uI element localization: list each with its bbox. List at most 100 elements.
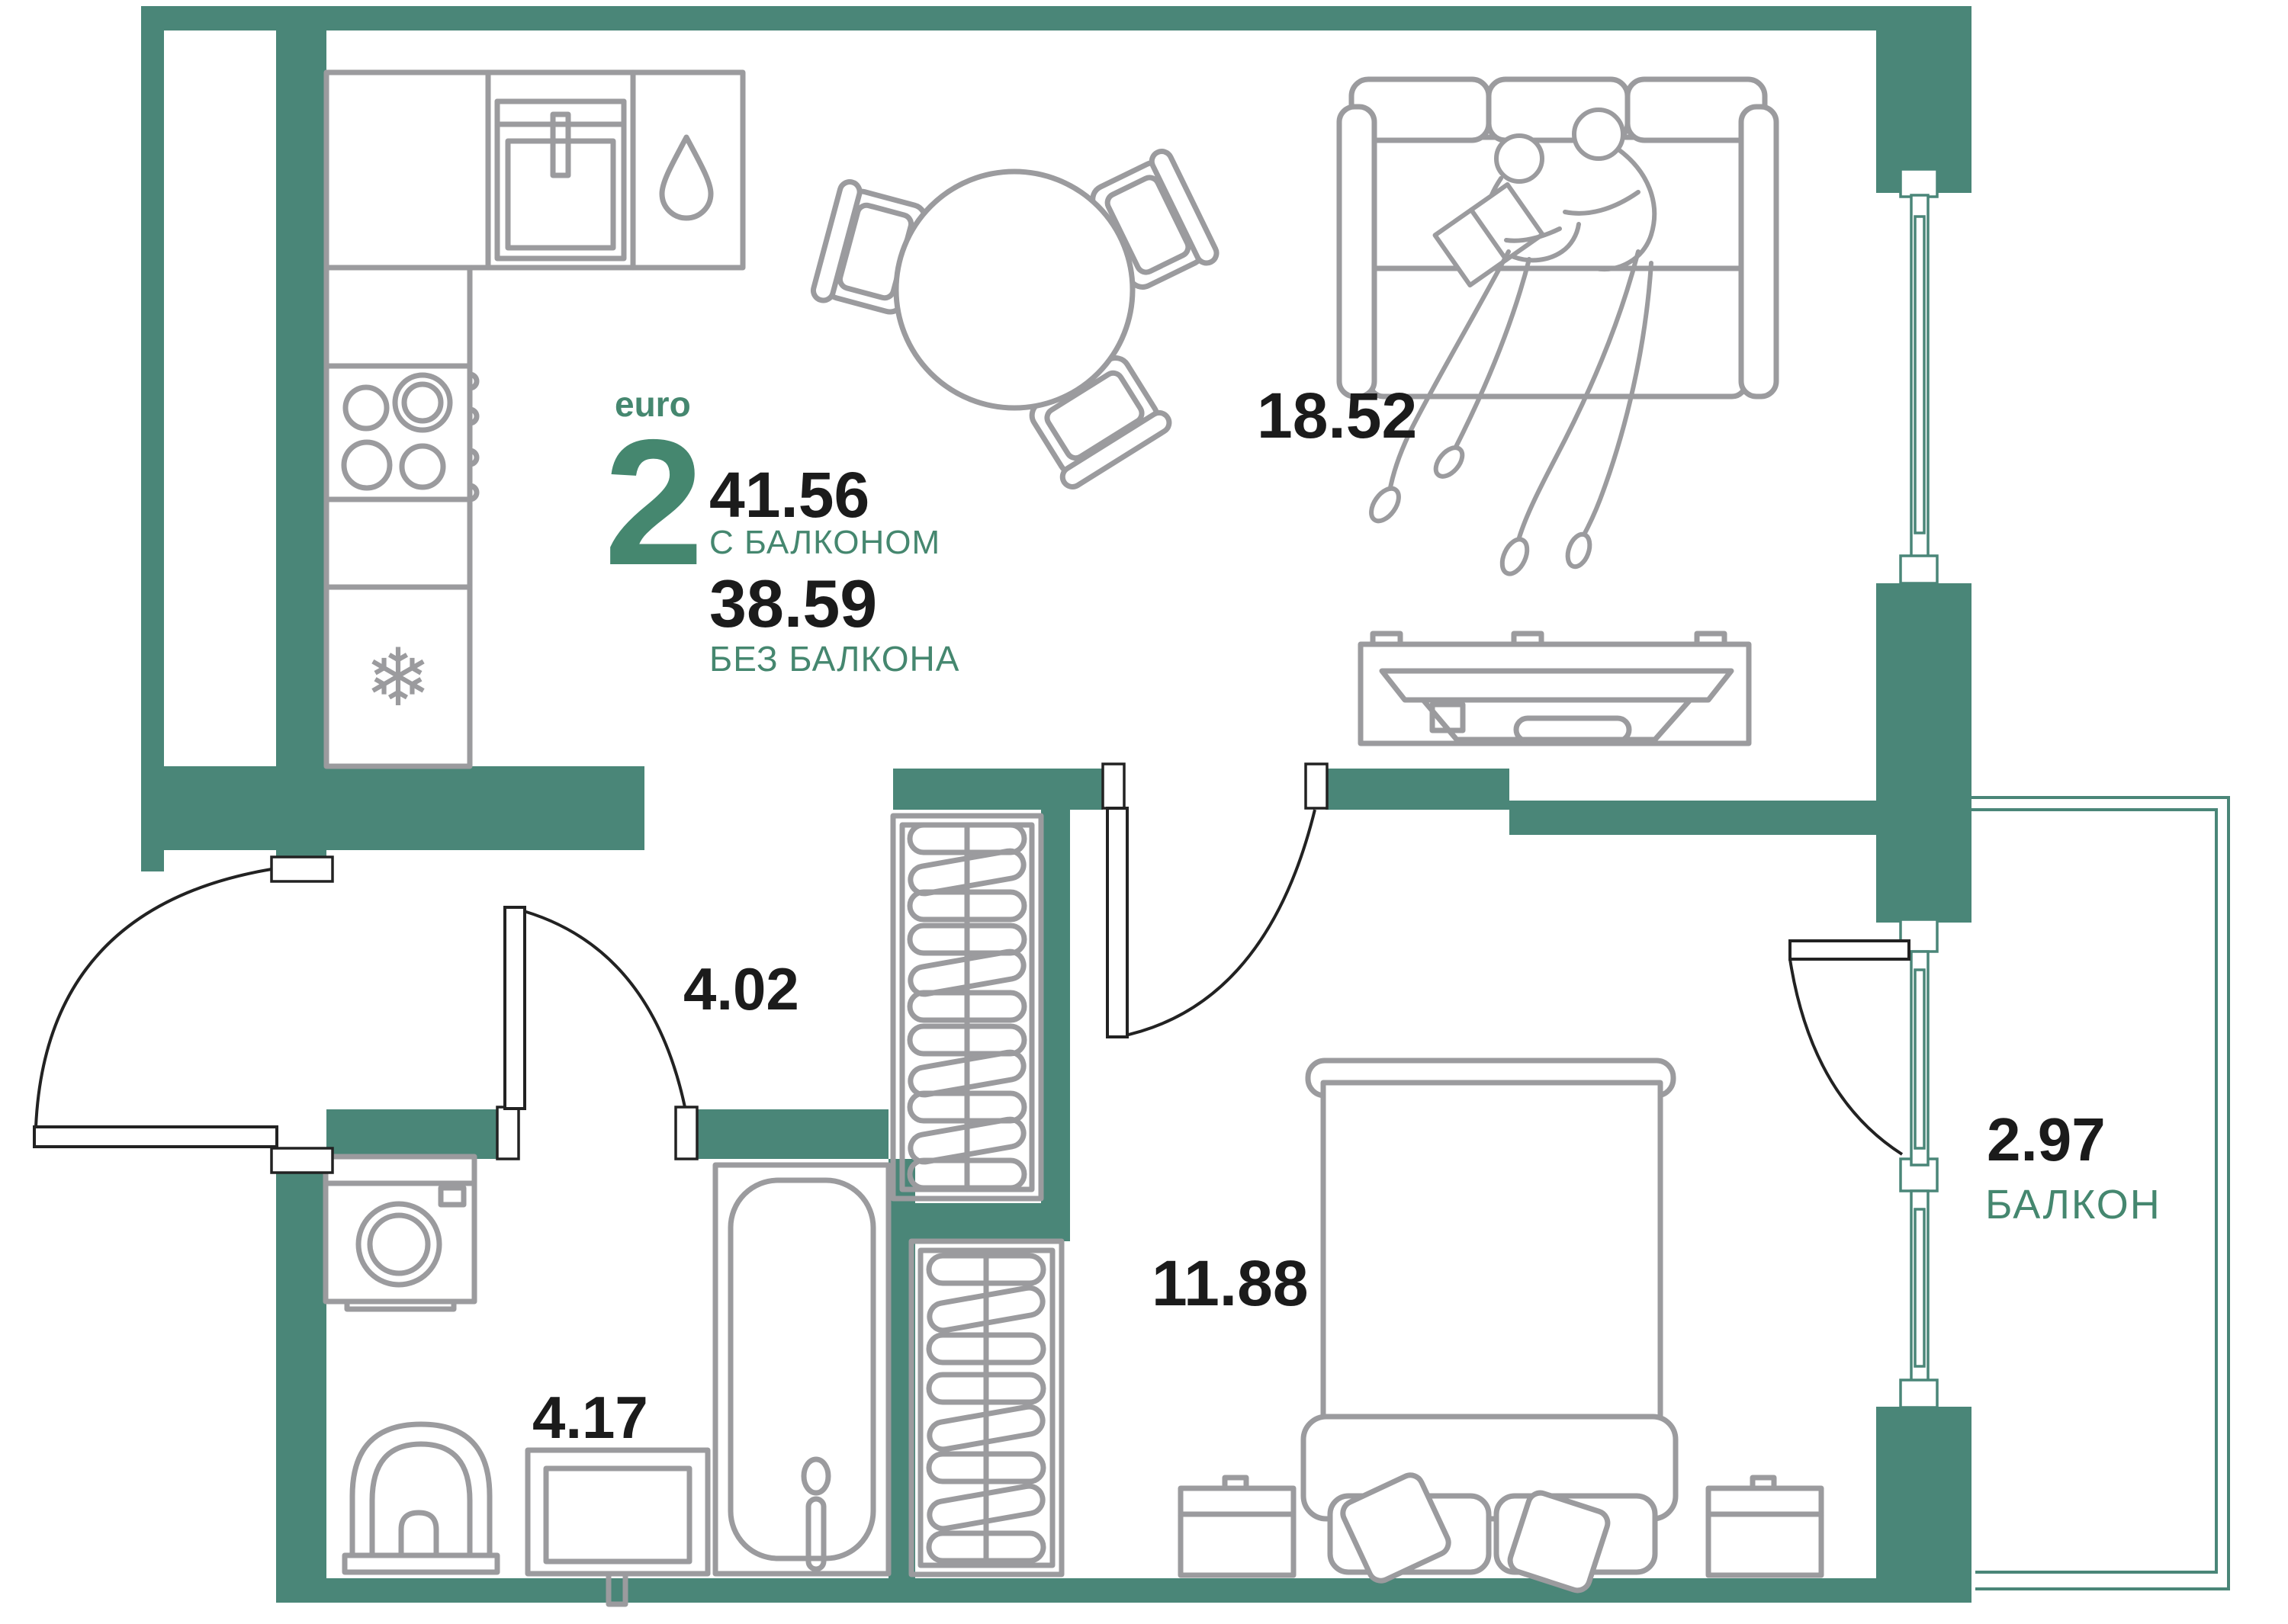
snowflake-fridge-icon: ❄ [365,634,432,723]
area-with-balcony: 41.56 [709,459,869,531]
person-head [1572,108,1625,161]
kitchen-counter-left [323,265,473,769]
sofa [1336,76,1779,576]
person-leg [1453,257,1531,451]
dining-table [893,168,1136,411]
tv-screen [1379,668,1734,703]
wall-bottom [276,1578,1971,1603]
stove-burners-icon [341,371,480,502]
bathroom-door [496,906,699,1160]
sofa-armrest-left [1336,104,1377,400]
wall-top [141,6,1971,30]
balcony-area-label: 2.97 [1987,1106,2106,1173]
wall-hallway-bedroom [1041,807,1070,1203]
wall-bathroom-top-left [326,1109,497,1159]
door-swing-arc [515,907,686,1108]
window-sash [1914,215,1926,534]
person-foot [1499,537,1530,576]
door-leaf [503,906,526,1110]
bathtub-mixer [805,1496,827,1572]
hangers [907,822,1027,1191]
balcony [1971,796,2230,1590]
door-leaf [1788,939,1910,961]
unit-label: euro 2 41.56 С БАЛКОНОМ 38.59 БЕЗ БАЛКОН… [604,384,959,679]
person-figure-right [1499,108,1657,576]
wall-bathroom-top-right [696,1109,889,1159]
person-leg [1515,249,1640,545]
decor-pillow [1340,1472,1451,1584]
bathtub [712,1162,892,1577]
nightstand-left [1178,1475,1297,1578]
bedroom-closet [908,1238,1065,1577]
area-without-balcony: 38.59 [709,566,877,641]
person-foot [1369,486,1401,524]
window-sash [1914,1208,1926,1368]
bathroom-sink [525,1447,711,1607]
washing-machine [323,1154,477,1312]
hallway-wardrobe [890,813,1044,1202]
window-jamb [1899,554,1939,585]
without-balcony-label: БЕЗ БАЛКОНА [709,639,959,679]
door-jamb [1304,762,1329,810]
tv-slot [1513,715,1632,744]
tv-console [1358,631,1752,746]
bedroom-window [1899,1157,1939,1409]
person-figure-left [1369,133,1581,524]
person-leg [1387,249,1511,494]
hallway-area-label: 4.02 [683,955,799,1022]
door-leaf [33,1125,278,1148]
sink-faucet-icon [550,111,571,178]
kitchen-counters: ❄ [323,69,746,769]
dining-chair [1029,355,1172,489]
wall-living-bedroom-right [1326,769,1509,810]
bed [1300,1058,1679,1594]
door-swing-arc [1788,958,1904,1156]
window-jamb [1899,168,1939,198]
tv-stand [1358,641,1752,746]
wall-right-top [1876,6,1971,193]
nightstand-right [1705,1475,1824,1578]
door-leaf [1106,807,1129,1038]
tv-box [1429,701,1466,733]
door-jamb [270,855,334,883]
balcony-outline-outer [1971,796,2230,1590]
living-room-window [1899,168,1939,585]
balcony-door [1788,918,1939,1167]
dining-table-set [810,149,1220,489]
entrance-door [33,855,334,1174]
toilet [342,1421,500,1575]
wall-kitchen-duct [276,30,326,766]
door-swing-arc [34,868,272,1128]
tv-base [1420,697,1693,743]
wall-closet-divider [889,1203,1070,1241]
wall-left-below-entrance [276,1159,326,1603]
living-kitchen-area-label: 18.52 [1257,380,1417,451]
with-balcony-label: С БАЛКОНОМ [709,524,940,561]
toilet-base [342,1552,500,1575]
bed-body [1320,1080,1663,1433]
toilet-flush [398,1510,439,1558]
person-foot [1433,445,1465,479]
bathtub-drain [801,1456,831,1496]
wall-kitchen-hall [141,766,644,850]
sink-crossbar [494,98,627,127]
kitchen-counter-top [323,69,746,271]
washer-base [344,1298,457,1312]
door-jamb [1101,762,1126,810]
bathroom-area-label: 4.17 [532,1384,648,1451]
person-leg [1580,261,1653,540]
door-jamb [270,1147,334,1174]
water-drop-icon [659,134,714,221]
balcony-name-label: БАЛКОН [1985,1182,2161,1228]
wall-left-outer [141,6,164,871]
bedroom-door [1101,762,1329,1038]
washer-drum [355,1201,442,1288]
wall-living-bedroom-left [893,769,1103,810]
sink-basin [505,138,616,251]
stove-knobs [467,371,480,502]
hangers [926,1253,1046,1564]
wall-right-middle [1876,583,1971,923]
bedroom-area-label: 11.88 [1152,1247,1309,1319]
washer-panel [438,1185,467,1208]
